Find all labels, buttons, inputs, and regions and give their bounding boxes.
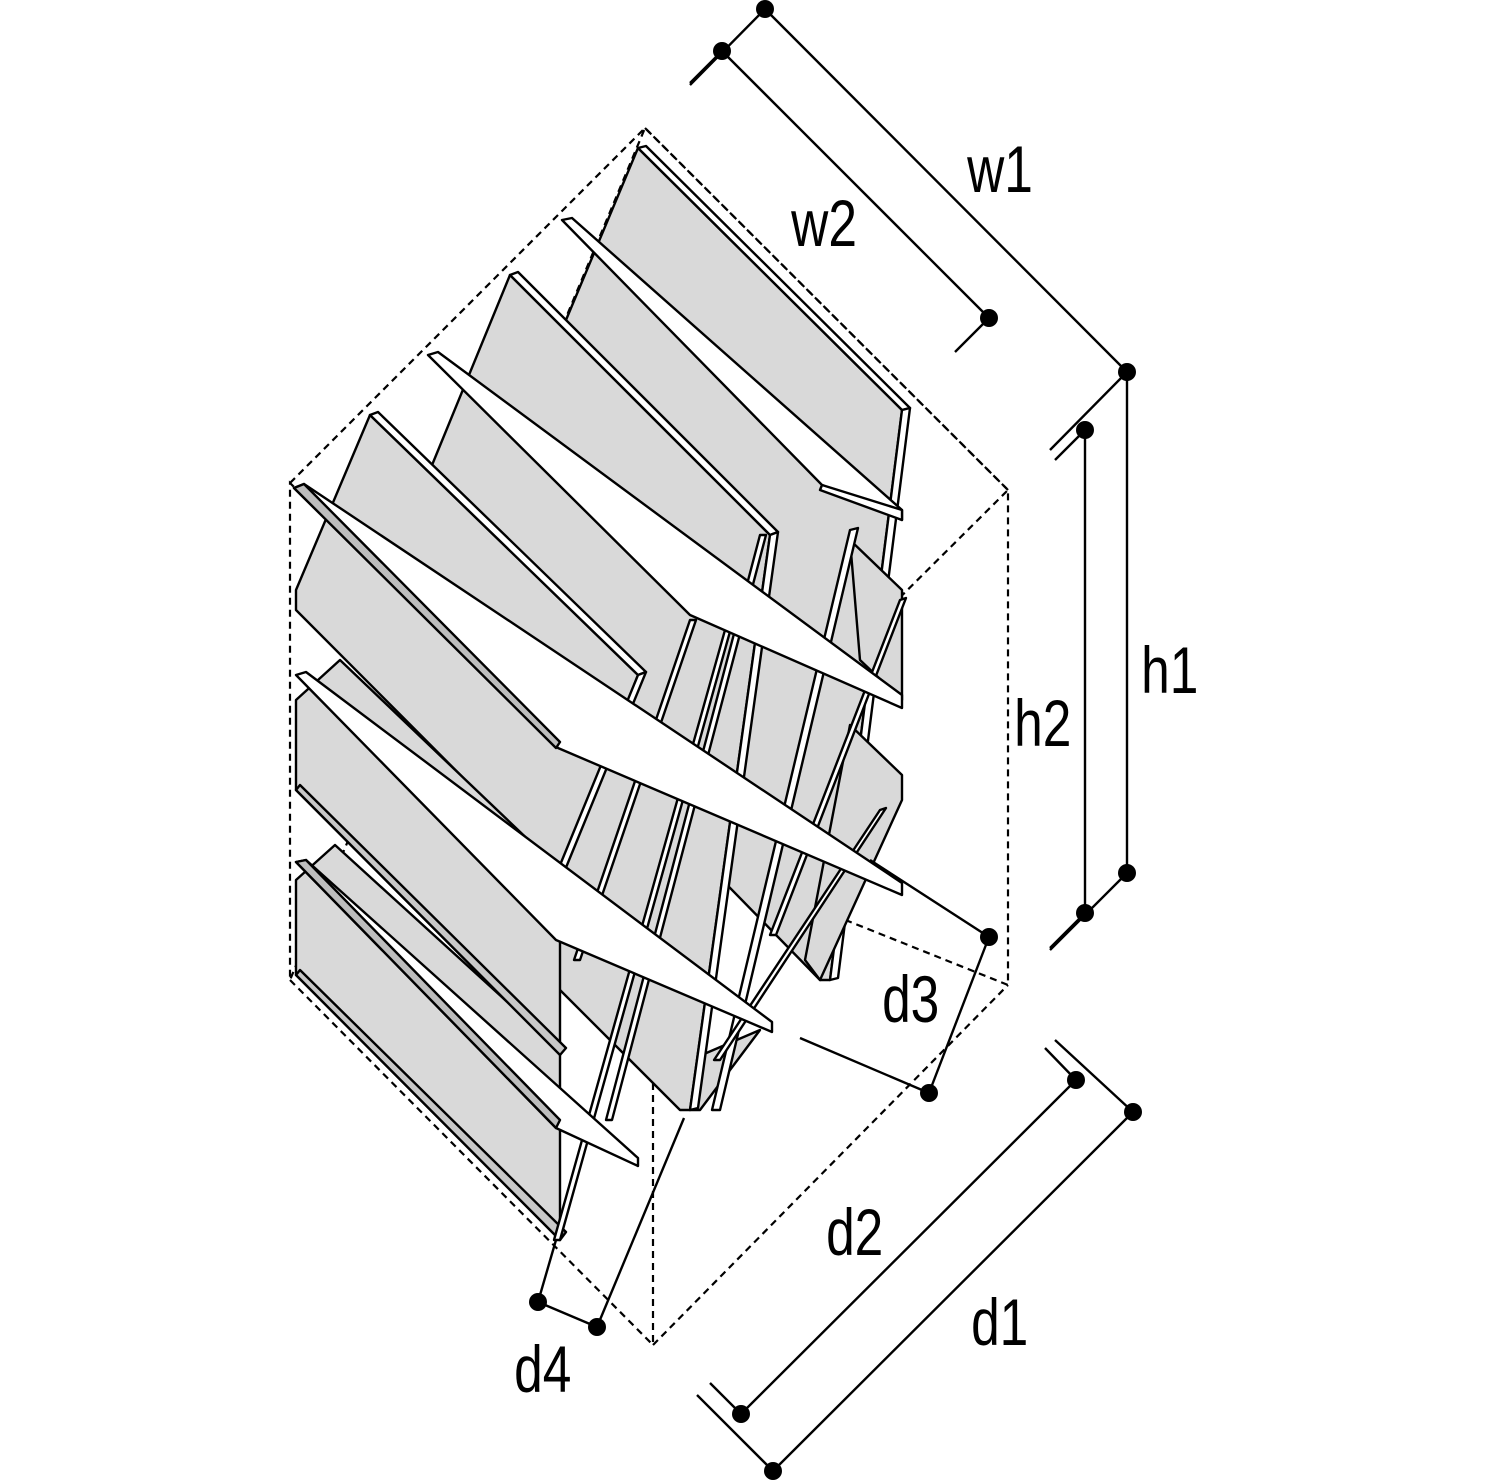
dimension-d2 (709, 1047, 1085, 1423)
label-d3: d3 (882, 962, 939, 1037)
label-d1: d1 (971, 1285, 1028, 1360)
dimension-w2 (689, 42, 998, 353)
dimension-d1 (696, 1039, 1142, 1480)
horizontal-fins (292, 216, 904, 1168)
label-w1: w1 (966, 132, 1033, 207)
bounding-box-top-edge (289, 126, 1009, 491)
bounding-box-bottom-left (289, 979, 654, 1346)
label-d2: d2 (826, 1195, 883, 1270)
label-w2: w2 (790, 186, 857, 261)
label-h2: h2 (1014, 686, 1071, 761)
dimension-h1 (1049, 372, 1136, 951)
dimension-d3 (799, 858, 998, 1102)
louver-panel-lower-left (294, 658, 568, 1242)
label-h1: h1 (1141, 633, 1198, 708)
dimension-h2 (1049, 421, 1094, 949)
bounding-box (288, 126, 1010, 1346)
dimension-d4 (529, 1117, 686, 1336)
label-d4: d4 (514, 1332, 571, 1407)
bounding-box-bottom-right (652, 984, 1009, 1346)
